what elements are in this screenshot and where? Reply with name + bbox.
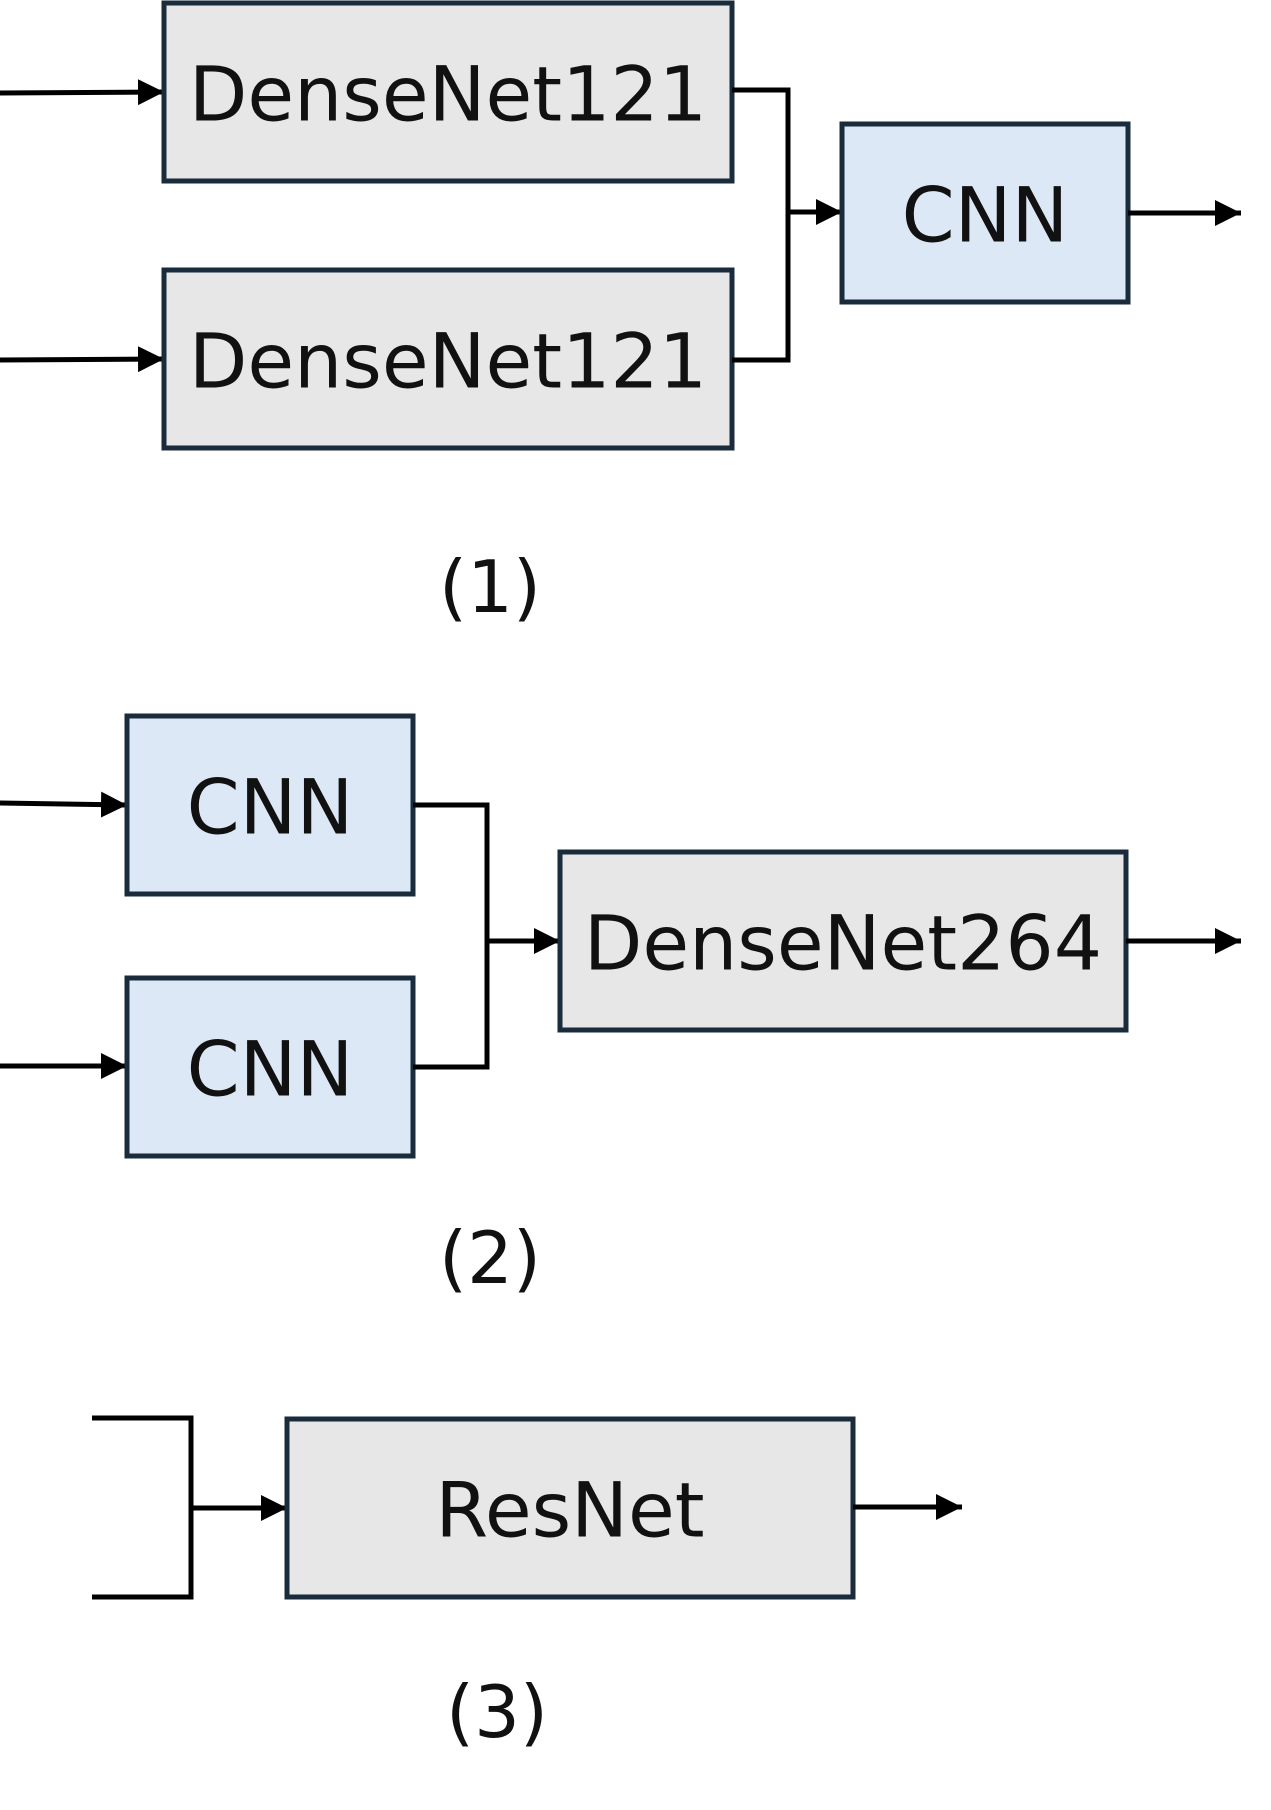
panel1-cnn-label: CNN [902,171,1069,260]
panel1-caption: (1) [439,545,541,629]
panel3-input-bracket [92,1415,194,1600]
panel2-top-input-arrow [0,791,128,818]
panel3-resnet-label: ResNet [435,1466,704,1555]
panel2-bottom-block-label: CNN [187,1025,354,1114]
panel1-merge-connector [732,87,791,363]
panel1-top-input-arrow [0,79,165,106]
panel1-top-block-label: DenseNet121 [189,50,707,139]
panel2-caption: (2) [439,1216,541,1300]
panel-3: ResNet (3) [92,1415,962,1754]
panel2-densenet264-label: DenseNet264 [584,899,1102,988]
panel1-cnn-block: CNN [839,121,1131,305]
panel2-merge-connector [413,802,490,1070]
panel1-densenet121-top-block: DenseNet121 [161,0,735,184]
panel1-densenet121-bottom-block: DenseNet121 [161,267,735,451]
panel2-cnn-top-block: CNN [124,713,416,897]
panel3-resnet-block: ResNet [284,1416,856,1600]
panel-1: DenseNet121 DenseNet121 CNN (1) [0,0,1241,629]
panel3-caption: (3) [446,1670,548,1754]
panel-2: CNN CNN DenseNet264 (2) [0,713,1241,1300]
panel1-bottom-input-arrow [0,346,165,373]
panel2-densenet264-block: DenseNet264 [557,849,1129,1033]
panel2-cnn-bottom-block: CNN [124,975,416,1159]
panel1-bottom-block-label: DenseNet121 [189,317,707,406]
panel2-top-block-label: CNN [187,763,354,852]
